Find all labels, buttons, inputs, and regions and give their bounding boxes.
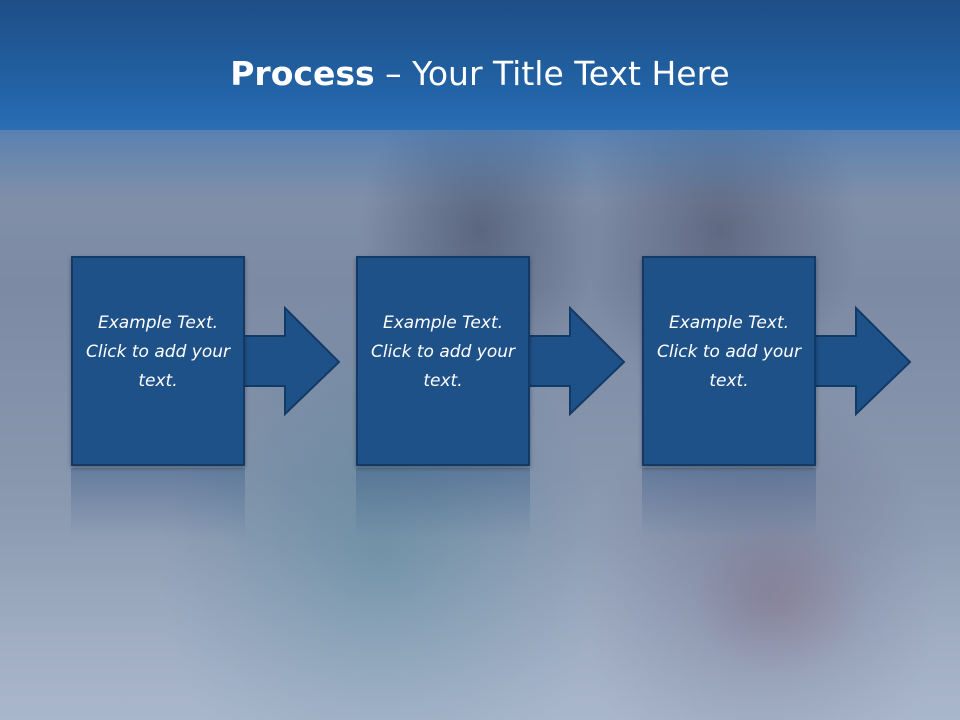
step-3-box[interactable]: Example Text. Click to add your text. bbox=[642, 256, 816, 466]
step-2-reflection bbox=[356, 468, 530, 538]
process-step-2[interactable]: Example Text. Click to add your text. bbox=[356, 256, 631, 468]
step-2-text: Example Text. Click to add your text. bbox=[370, 312, 515, 391]
step-1-text: Example Text. Click to add your text. bbox=[85, 312, 230, 391]
step-1-arrow-shape bbox=[240, 305, 341, 417]
step-2-box[interactable]: Example Text. Click to add your text. bbox=[356, 256, 530, 466]
title-rest: – Your Title Text Here bbox=[374, 54, 730, 93]
step-1-reflection bbox=[71, 468, 245, 538]
step-3-arrow-shape bbox=[811, 305, 912, 417]
title-band: Process – Your Title Text Here bbox=[0, 0, 960, 130]
process-step-3[interactable]: Example Text. Click to add your text. bbox=[642, 256, 917, 468]
step-1-box[interactable]: Example Text. Click to add your text. bbox=[71, 256, 245, 466]
bottom-fade bbox=[0, 480, 960, 720]
title-bold: Process bbox=[230, 54, 375, 93]
step-3-reflection bbox=[642, 468, 816, 538]
header-fade bbox=[0, 120, 960, 200]
slide-title[interactable]: Process – Your Title Text Here bbox=[0, 52, 960, 96]
process-step-1[interactable]: Example Text. Click to add your text. bbox=[71, 256, 346, 468]
step-2-arrow-shape bbox=[525, 305, 626, 417]
step-3-text: Example Text. Click to add your text. bbox=[656, 312, 801, 391]
